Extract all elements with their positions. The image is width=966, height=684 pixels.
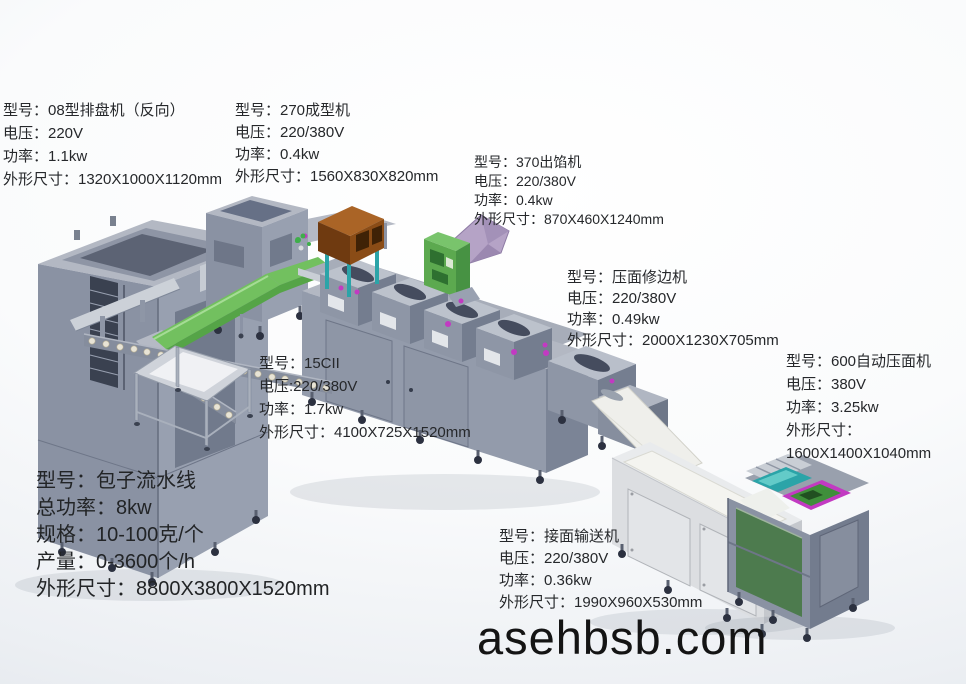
spec-line: 1600X1400X1040mm: [786, 445, 932, 462]
spec-line: 电压：220/380V: [567, 290, 677, 307]
spec-line: 电压：220/380V: [474, 173, 576, 189]
spec-line: 功率：0.49kw: [567, 311, 660, 328]
spec-label-filling-370: 型号：370出馅机 电压：220/380V 功率：0.4kw 外形尺寸：870X…: [474, 153, 664, 229]
spec-line: 电压：220V: [3, 125, 84, 142]
spec-line: 型号：压面修边机: [567, 269, 688, 286]
spec-label-dough-conveyor: 型号：接面输送机 电压：220/380V 功率：0.36kw 外形尺寸：1990…: [499, 526, 702, 614]
auto-press-600: [705, 454, 895, 642]
spec-line: 外形尺寸：2000X1230X705mm: [567, 332, 779, 349]
spec-label-press-600: 型号：600自动压面机 电压：380V 功率：3.25kw 外形尺寸： 1600…: [786, 350, 931, 465]
spec-line: 功率：0.4kw: [474, 192, 553, 208]
spec-line: 功率：3.25kw: [786, 399, 879, 416]
spec-line: 外形尺寸：870X460X1240mm: [474, 211, 664, 227]
spec-line: 外形尺寸：8800X3800X1520mm: [36, 578, 330, 600]
spec-line: 电压：380V: [786, 376, 867, 393]
spec-line: 电压:220/380V: [259, 378, 358, 395]
press-line-15cii: [290, 256, 600, 510]
spec-line: 功率：0.4kw: [235, 146, 320, 163]
spec-line: 外形尺寸：1990X960X530mm: [499, 594, 703, 611]
spec-line: 外形尺寸：1560X830X820mm: [235, 168, 439, 185]
spec-line: 型号：600自动压面机: [786, 353, 932, 370]
spec-line: 功率：1.7kw: [259, 401, 344, 418]
spec-line: 电压：220/380V: [499, 550, 609, 567]
spec-line: 型号：15CII: [259, 355, 340, 372]
spec-line: 功率：0.36kw: [499, 572, 592, 589]
mixer-box-brown: [295, 206, 384, 297]
spec-label-forming-270: 型号：270成型机 电压：220/380V 功率：0.4kw 外形尺寸：1560…: [235, 100, 438, 188]
spec-line: 总功率：8kw: [36, 497, 152, 519]
spec-line: 规格：10-100克/个: [36, 524, 204, 546]
spec-label-trimming: 型号：压面修边机 电压：220/380V 功率：0.49kw 外形尺寸：2000…: [567, 267, 779, 351]
output-table: [132, 345, 253, 451]
filling-machine-370: [424, 214, 510, 307]
spec-label-line-15cii: 型号：15CII 电压:220/380V 功率：1.7kw 外形尺寸：4100X…: [259, 352, 471, 444]
spec-line: 型号：08型排盘机（反向）: [3, 102, 185, 119]
spec-line: 功率：1.1kw: [3, 148, 88, 165]
spec-line: 型号：270成型机: [235, 102, 351, 119]
spec-label-line-overview: 型号：包子流水线 总功率：8kw 规格：10-100克/个 产量：0-3600个…: [36, 468, 329, 603]
watermark-text: asehbsb.com: [477, 611, 768, 664]
spec-line: 型号：包子流水线: [36, 470, 196, 492]
spec-label-tray-arranger: 型号：08型排盘机（反向） 电压：220V 功率：1.1kw 外形尺寸：1320…: [3, 99, 222, 191]
spec-line: 外形尺寸：: [786, 422, 862, 439]
spec-line: 电压：220/380V: [235, 124, 345, 141]
spec-line: 型号：370出馅机: [474, 154, 582, 170]
spec-line: 型号：接面输送机: [499, 528, 620, 545]
spec-line: 外形尺寸：4100X725X1520mm: [259, 424, 471, 441]
spec-line: 外形尺寸：1320X1000X1120mm: [3, 171, 222, 188]
spec-line: 产量：0-3600个/h: [36, 551, 195, 573]
